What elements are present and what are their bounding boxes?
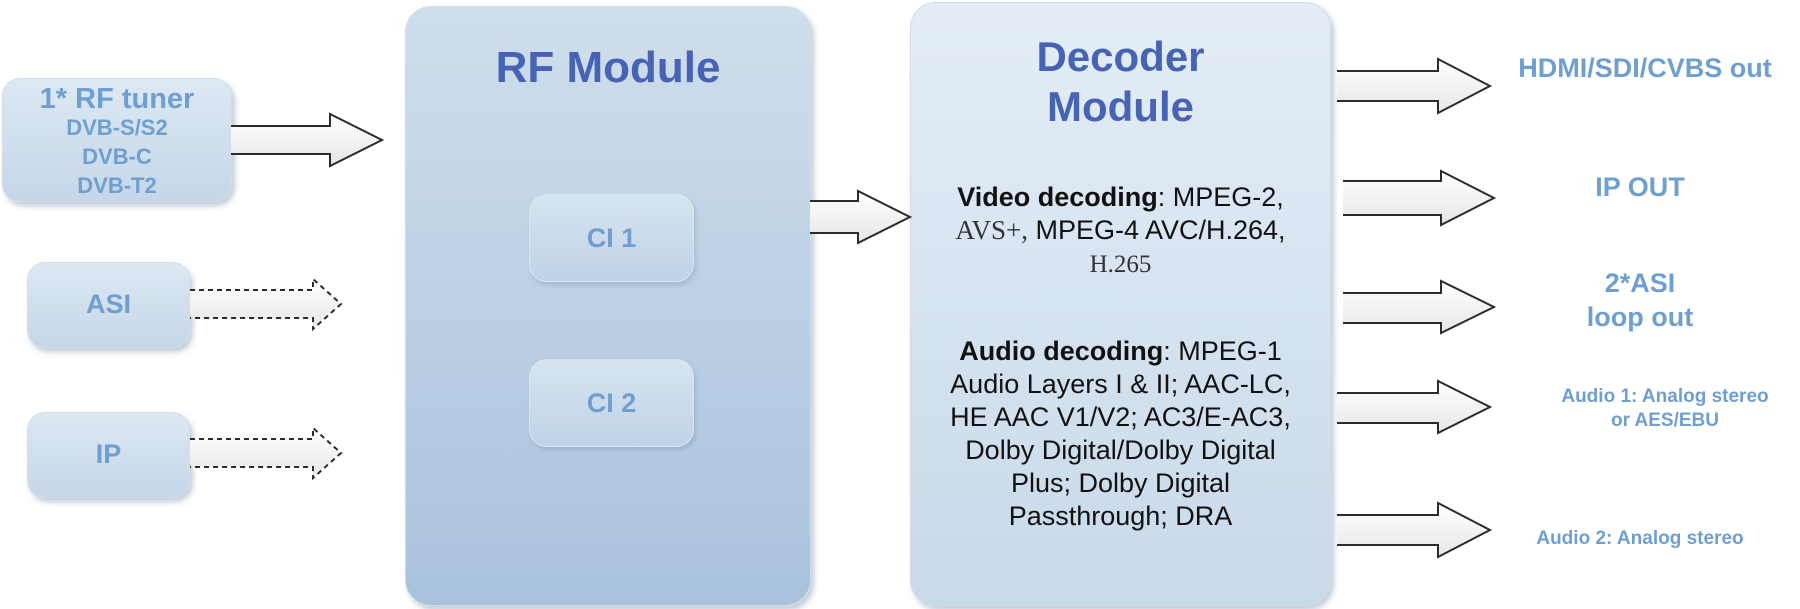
asi-input-label: ASI [85,289,131,319]
audio-decoding-text: Audio decoding: MPEG-1 Audio Layers I & … [911,335,1330,533]
output-audio1-line2: or AES/EBU [1610,410,1720,431]
arrow-asi-dashed [190,276,343,332]
ci-2-slot: CI 2 [529,359,694,447]
asi-input-box: ASI [27,262,190,348]
decoder-title-line1: Decoder [1036,33,1205,80]
audio-codecs-1: : MPEG-1 [1163,336,1282,366]
decoder-module: Decoder Module Video decoding: MPEG-2, A… [910,2,1331,606]
arrow-rf-to-decoder [810,189,913,245]
output-hdmi-sdi-cvbs: HDMI/SDI/CVBS out [1518,53,1772,83]
video-decoding-label: Video decoding [957,182,1158,212]
rf-tuner-box: 1* RF tuner DVB-S/S2 DVB-C DVB-T2 [2,78,232,202]
arrow-output-hdmi [1337,57,1493,115]
arrow-output-ip [1343,169,1497,227]
rf-module: RF Module CI 1 CI 2 [405,6,811,606]
ci-1-slot: CI 1 [529,194,694,282]
audio-codecs-3: HE AAC V1/V2; AC3/E-AC3, [950,402,1291,432]
video-codecs-2b: MPEG-4 AVC/H.264, [1027,215,1286,245]
output-audio1-line1: Audio 1: Analog stereo [1561,386,1769,407]
video-codecs-1: : MPEG-2, [1157,182,1284,212]
arrow-output-audio2 [1337,501,1493,559]
ci-1-label: CI 1 [586,223,637,253]
rf-module-title: RF Module [495,43,721,92]
arrow-output-asi [1343,279,1497,335]
rf-tuner-standard-1: DVB-S/S2 [66,115,168,140]
audio-codecs-5: Plus; Dolby Digital [1010,468,1231,498]
output-ip: IP OUT [1595,172,1685,202]
arrow-ip-dashed [190,425,343,481]
ci-2-label: CI 2 [586,388,637,418]
video-decoding-text: Video decoding: MPEG-2, AVS+, MPEG-4 AVC… [911,181,1330,281]
ip-input-label: IP [95,439,122,469]
audio-codecs-2: Audio Layers I & II; AAC-LC, [950,369,1291,399]
rf-tuner-standard-3: DVB-T2 [77,173,157,198]
ip-input-box: IP [27,412,190,498]
output-asi-line2: loop out [1586,302,1694,332]
output-asi-line1: 2*ASI [1604,268,1676,298]
decoder-title-line2: Module [1047,83,1194,130]
audio-codecs-4: Dolby Digital/Dolby Digital [965,435,1276,465]
output-audio2: Audio 2: Analog stereo [1536,528,1744,549]
video-codecs-3: H.265 [1089,251,1152,278]
arrow-output-audio1 [1337,379,1493,435]
audio-decoding-label: Audio decoding [959,336,1164,366]
audio-codecs-6: Passthrough; DRA [1008,501,1233,531]
rf-tuner-title: 1* RF tuner [39,83,195,115]
video-codecs-2a: AVS+, [955,215,1028,245]
rf-tuner-standard-2: DVB-C [82,144,152,169]
arrow-rf-tuner-to-rf-module [231,112,385,168]
